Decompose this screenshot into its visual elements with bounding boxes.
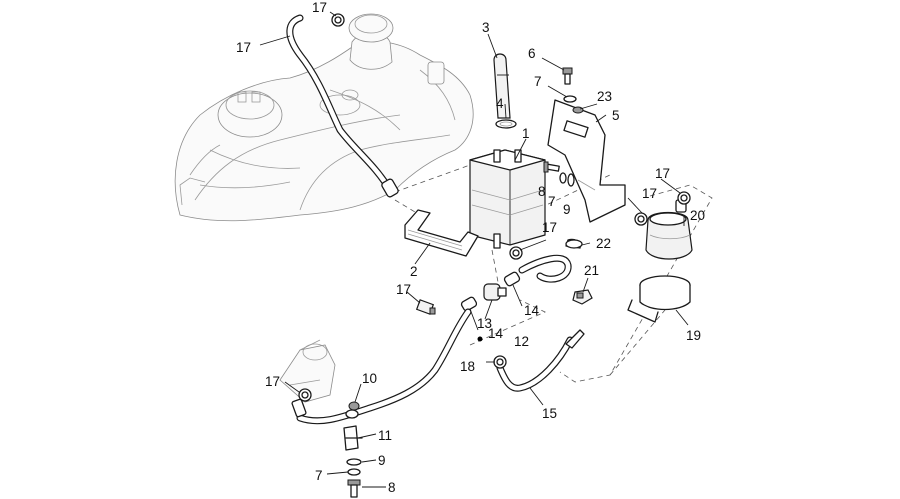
callouts: 17 17 3 6 7 23 4 5 1 8 7 9 17 17 20 17 2… <box>236 0 705 495</box>
callout-17-top: 17 <box>312 0 327 15</box>
callout-21: 21 <box>584 263 599 278</box>
washer-9-mid <box>567 173 575 187</box>
callout-19: 19 <box>686 328 701 343</box>
clip-4 <box>495 119 517 129</box>
washer-9-bottom <box>346 458 362 466</box>
callout-18: 20 <box>690 208 705 223</box>
callout-14-right: 14 <box>524 303 540 318</box>
bracket-19 <box>627 275 691 323</box>
callout-16: 17 <box>236 40 251 55</box>
callout-17-right-b: 17 <box>642 186 657 201</box>
callout-5: 5 <box>612 108 620 123</box>
callout-13: 13 <box>477 316 492 331</box>
clamp-17-top <box>331 13 345 27</box>
carbon-canister-1 <box>469 149 546 249</box>
connector-14-left <box>460 296 478 312</box>
washer-7-top <box>563 95 577 103</box>
callout-22: 17 <box>396 282 411 297</box>
callout-3: 3 <box>482 20 490 35</box>
callout-17-lower: 18 <box>460 359 475 374</box>
callout-9-mid: 9 <box>563 202 571 217</box>
callout-14-left: 14 <box>488 326 504 341</box>
clamp-17-mid <box>509 246 523 260</box>
callout-23: 23 <box>597 89 612 104</box>
connector-14-right <box>503 271 521 287</box>
reference-dot <box>477 336 483 342</box>
callout-8-mid: 8 <box>538 184 546 199</box>
callout-17-right-a: 17 <box>655 166 670 181</box>
callout-17-mid: 17 <box>542 220 557 235</box>
washer-7-mid <box>559 172 567 184</box>
hose-16 <box>286 14 399 198</box>
filter-18 <box>645 199 693 260</box>
leader-lines <box>259 11 689 488</box>
callout-7-top: 7 <box>534 74 542 89</box>
hose-long <box>291 308 472 425</box>
callout-15: 15 <box>542 406 557 421</box>
screw-8-bottom <box>347 479 361 498</box>
clip-11 <box>343 425 363 451</box>
bracket-5 <box>547 99 626 223</box>
screw-8-mid <box>543 161 560 173</box>
fuel-tank-ghost <box>174 13 474 222</box>
callout-6: 6 <box>528 46 536 61</box>
callout-4: 4 <box>496 96 504 111</box>
callout-10: 10 <box>362 371 377 386</box>
fitting-22 <box>415 299 436 315</box>
strap-2 <box>404 209 479 257</box>
screw-6 <box>562 67 573 85</box>
washer-7-bottom <box>347 468 361 476</box>
nut-23 <box>572 106 584 114</box>
callout-17-bottom: 17 <box>265 374 280 389</box>
callout-20: 22 <box>596 236 611 251</box>
callout-12: 12 <box>514 334 529 349</box>
callout-8-bottom: 8 <box>388 480 396 495</box>
hose-15 <box>496 329 585 392</box>
clip-21 <box>572 289 593 305</box>
clamp-17-lower <box>493 355 507 369</box>
nut-10 <box>348 401 360 411</box>
clamp-20 <box>565 239 583 249</box>
callout-2: 2 <box>410 264 418 279</box>
callout-7-mid: 7 <box>548 194 556 209</box>
callout-7-bottom: 7 <box>315 468 323 483</box>
clamp-17-right-b <box>634 212 648 226</box>
hose-3 <box>493 53 511 119</box>
valve-13 <box>483 283 507 301</box>
callout-1: 1 <box>522 126 530 141</box>
clamp-17-bottom <box>298 388 312 402</box>
callout-11: 11 <box>378 428 392 443</box>
clamp-17-right-a <box>677 191 691 205</box>
callout-9-bottom: 9 <box>378 453 386 468</box>
